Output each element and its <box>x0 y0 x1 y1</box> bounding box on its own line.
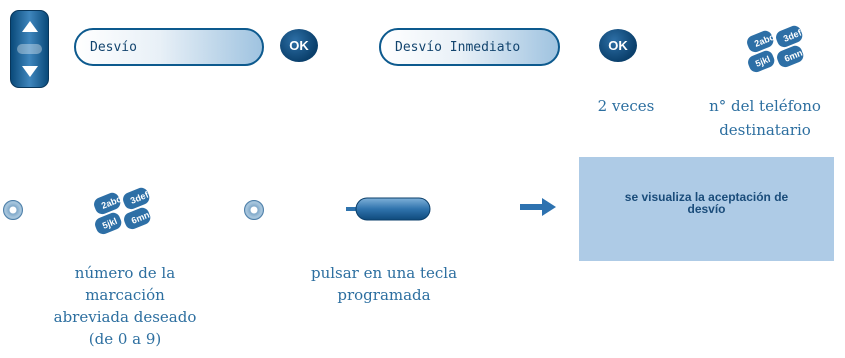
caption-abbrev-line4: (de 0 a 9) <box>88 330 162 348</box>
caption-phone-line2: destinatario <box>719 121 811 139</box>
submenu-item-label: Desvío Inmediato <box>395 39 521 55</box>
result-line1: se visualiza la aceptación de <box>624 190 789 204</box>
display-submenu-item[interactable]: Desvío Inmediato <box>379 28 560 66</box>
caption-prog-line1: pulsar en una tecla <box>310 264 458 282</box>
keypad-icon: 2abc 3def 5jkl 6mno <box>747 25 809 73</box>
caption-times: 2 veces <box>597 97 655 115</box>
result-line2: desvío <box>687 202 726 216</box>
ok-button[interactable]: OK <box>280 29 318 62</box>
round-key-icon-second <box>244 200 264 220</box>
ok-button-second[interactable]: OK <box>599 29 637 62</box>
result-display: se visualiza la aceptación de desvío <box>579 157 834 261</box>
programmed-key-icon[interactable] <box>346 196 432 222</box>
round-key-icon <box>3 200 23 220</box>
arrow-down-icon <box>22 66 38 77</box>
caption-prog-line2: programada <box>337 286 431 304</box>
menu-item-label: Desvío <box>90 39 137 55</box>
arrow-right-icon <box>520 198 556 216</box>
caption-abbrev-line3: abreviada deseado <box>53 308 197 326</box>
caption-abbrev-line1: número de la <box>74 264 176 282</box>
arrow-up-icon <box>22 21 38 32</box>
display-menu-item[interactable]: Desvío <box>74 28 264 66</box>
navigator-updown-icon[interactable] <box>10 10 49 88</box>
keypad-icon-second: 2abc 3def 5jkl 6mno <box>94 187 156 235</box>
caption-phone-line1: n° del teléfono <box>709 97 821 115</box>
caption-abbrev-line2: marcación <box>85 286 165 304</box>
